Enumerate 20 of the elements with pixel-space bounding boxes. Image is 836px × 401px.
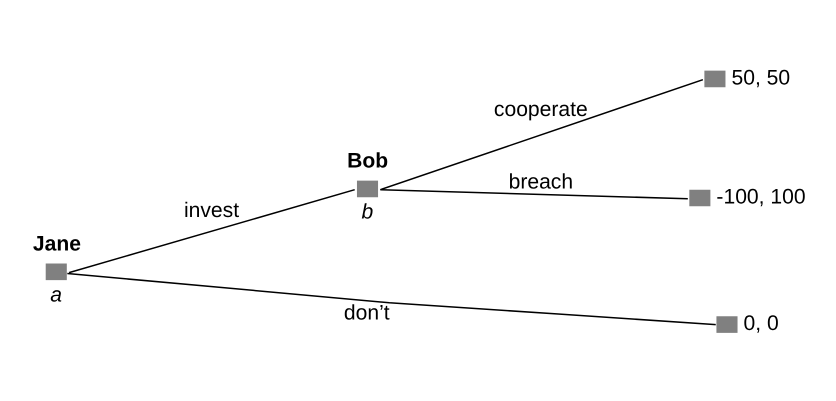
node-box — [689, 189, 710, 206]
node-box — [704, 70, 726, 87]
node-box — [716, 316, 738, 332]
connector — [380, 188, 688, 199]
edge-label: cooperate — [494, 98, 588, 121]
connector — [380, 78, 704, 190]
connector — [68, 188, 355, 273]
edge-label: invest — [184, 198, 240, 222]
node-label: -100, 100 — [716, 185, 806, 208]
node-box — [356, 180, 378, 197]
node-label: Bob — [347, 148, 388, 172]
node-label: 50, 50 — [732, 66, 790, 89]
node-label: Jane — [32, 232, 81, 255]
node-label: b — [361, 200, 374, 224]
node-label: 0, 0 — [744, 312, 779, 335]
edge-label: don’t — [344, 301, 390, 324]
edge-label: breach — [508, 170, 574, 193]
connector — [67, 272, 716, 325]
node-label: a — [50, 283, 62, 306]
node-box — [46, 263, 67, 280]
